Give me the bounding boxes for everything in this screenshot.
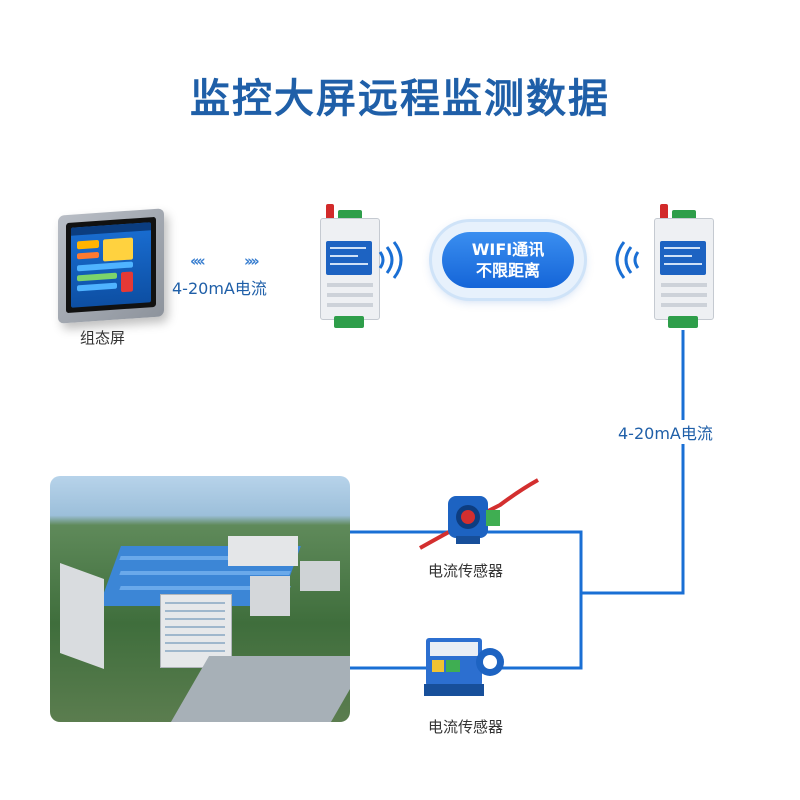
wifi-line1: WIFI通讯 [471,240,545,259]
link-left-label: 4-20mA电流 [172,279,267,298]
wifi-badge: WIFI通讯 不限距离 [432,222,584,298]
hmi-label: 组态屏 [80,329,126,347]
wifi-signal-icon [615,241,640,279]
wifi-line2: 不限距离 [475,261,540,280]
factory-photo [50,476,350,722]
page-title: 监控大屏远程监测数据 [190,76,610,122]
sensor-1-label: 电流传感器 [428,562,504,580]
wifi-module-icon [654,204,714,328]
arrow-right-icon: ›››› [244,252,260,270]
split-core-current-sensor-icon [448,496,500,544]
arrow-left-icon: ‹‹‹‹ [190,252,206,270]
current-transducer-icon [424,638,504,696]
link-right-label: 4-20mA电流 [615,420,716,444]
wifi-signal-icon [378,241,403,279]
sensor-2-label: 电流传感器 [428,718,504,736]
wifi-module-icon [320,204,380,328]
